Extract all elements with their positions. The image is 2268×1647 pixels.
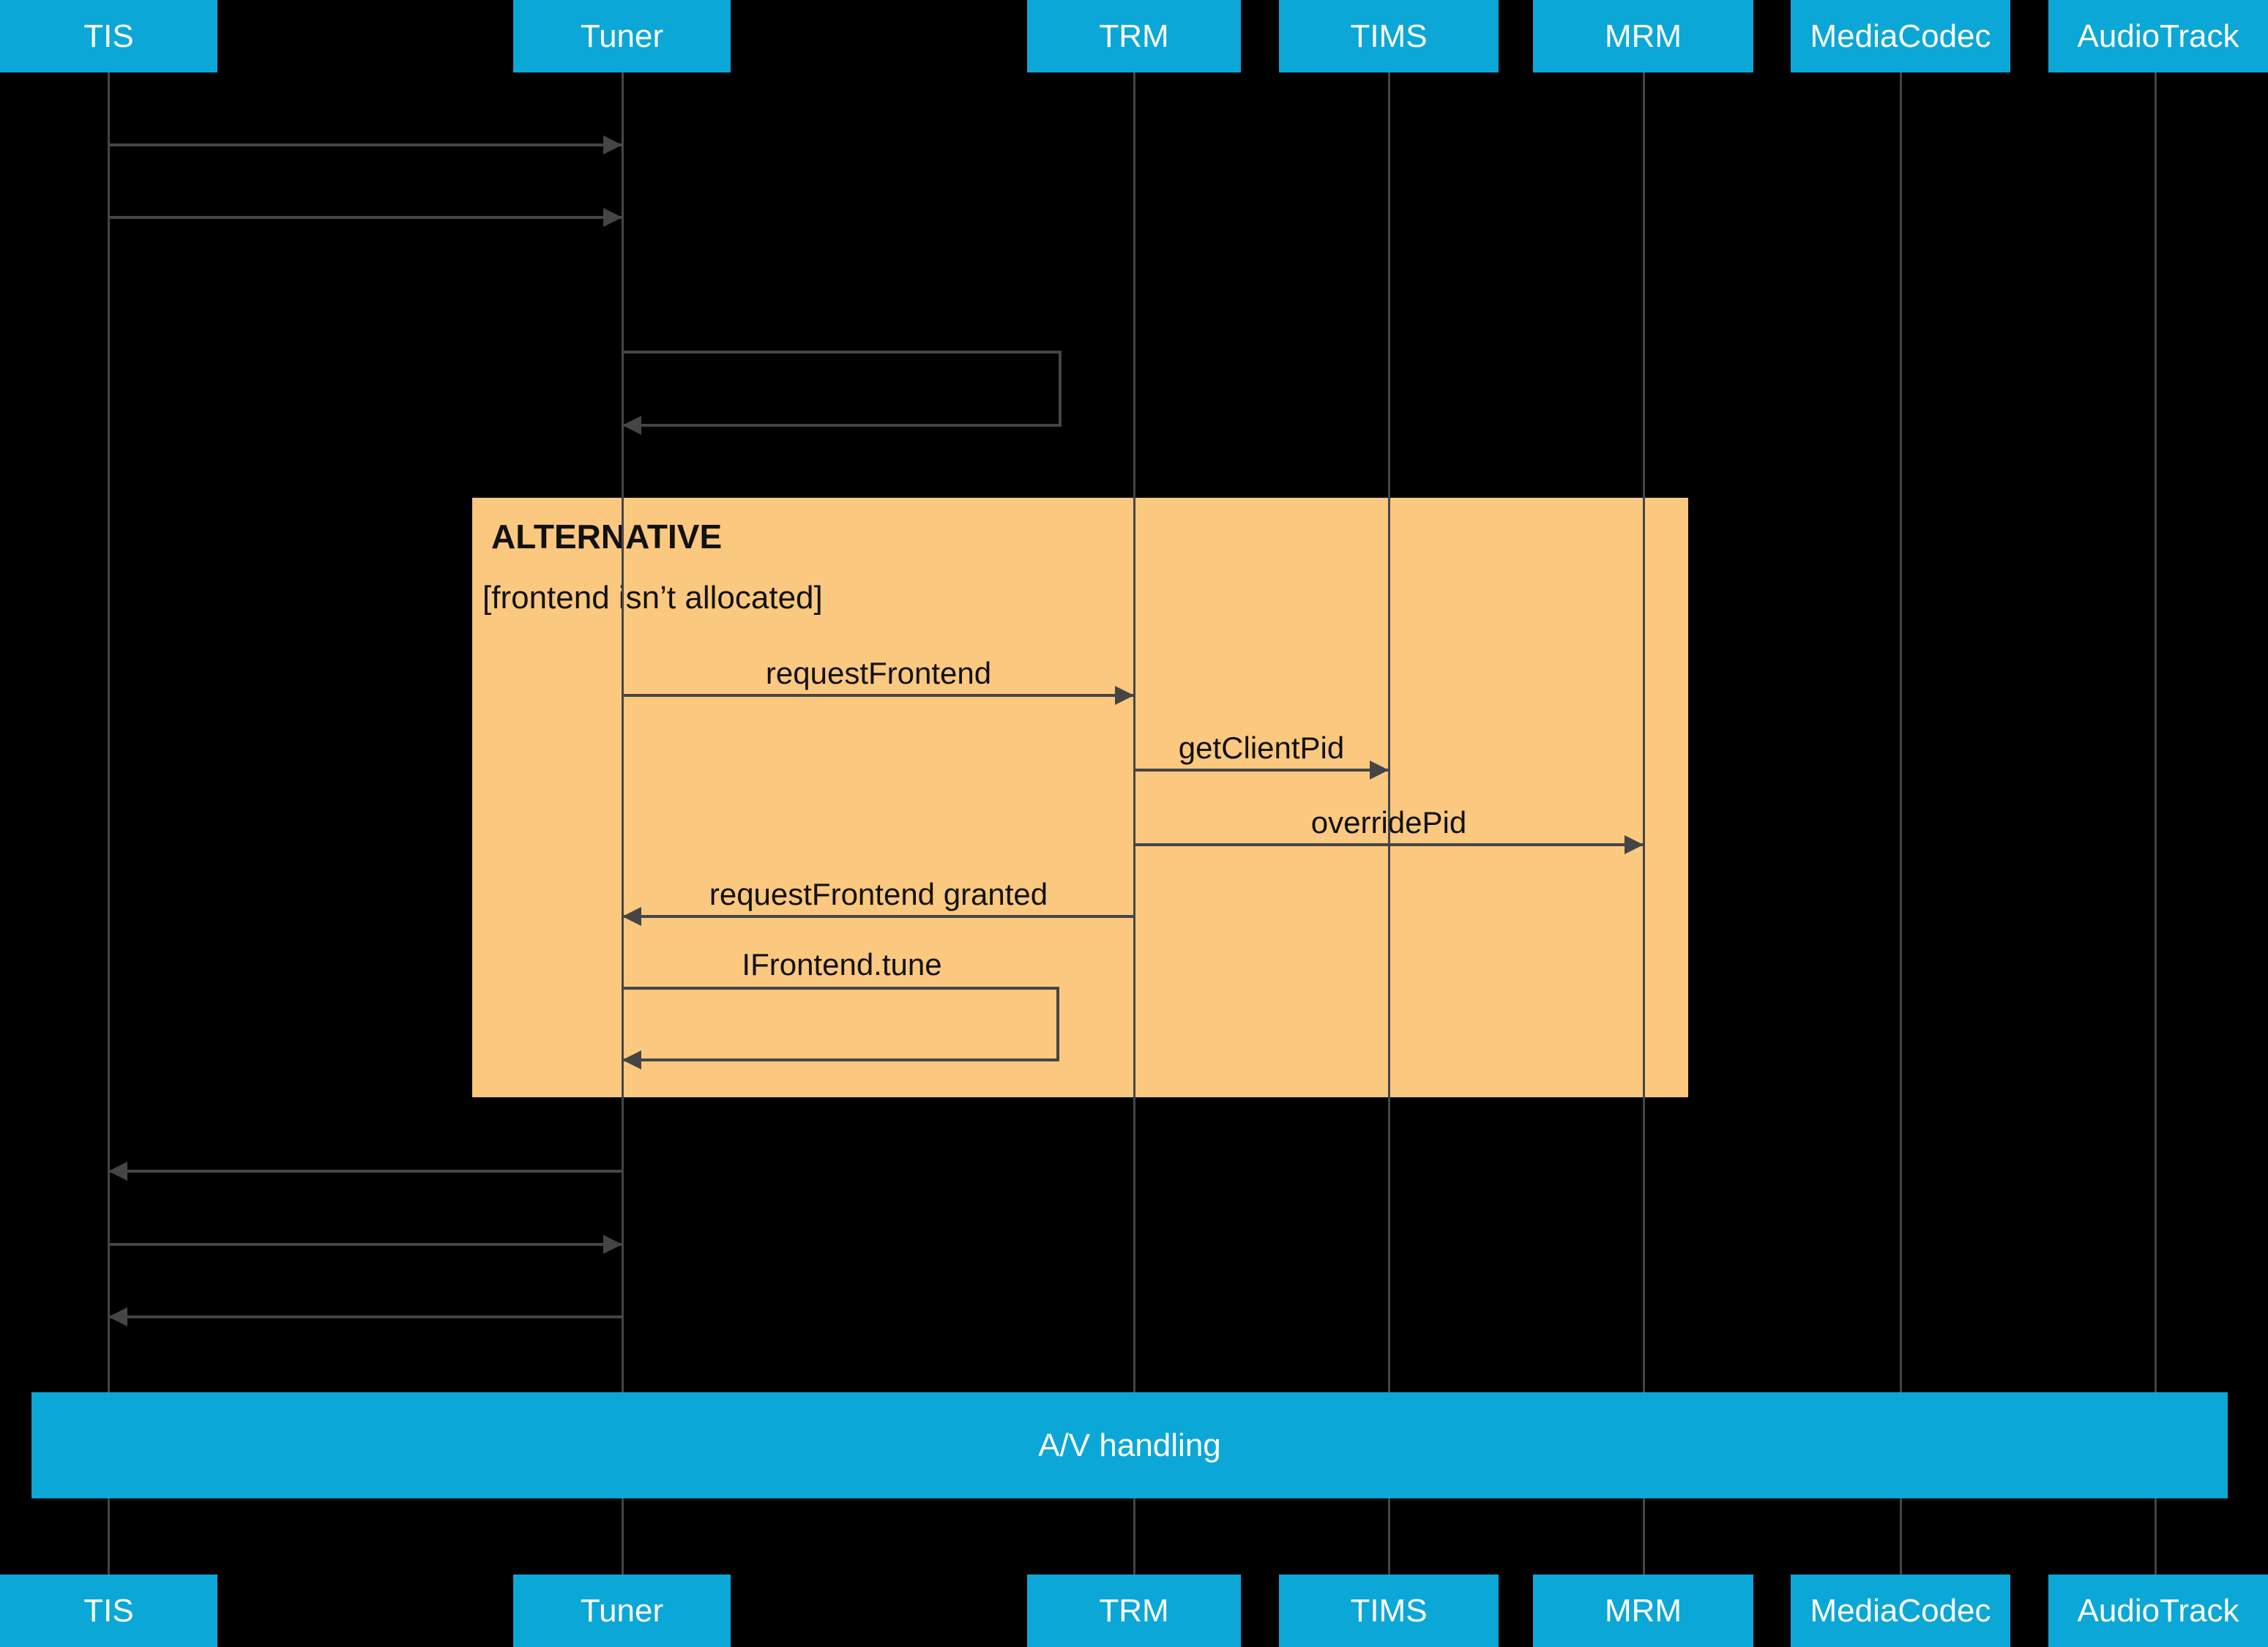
arrow-get-client-pid-head bbox=[1370, 761, 1389, 780]
participant-top-trm: TRM bbox=[1027, 0, 1241, 72]
arrow-get-client-pid-line bbox=[1134, 769, 1389, 772]
participant-top-tuner: Tuner bbox=[513, 0, 731, 72]
label-request-frontend-granted: requestFrontend granted bbox=[709, 877, 1048, 911]
arrow-tis-to-tuner-2-head bbox=[603, 208, 622, 227]
arrow-request-frontend-granted-head bbox=[622, 907, 641, 926]
participant-top-tis: TIS bbox=[0, 0, 217, 72]
participant-bottom-audiotrack: AudioTrack bbox=[2048, 1575, 2268, 1647]
arrow-override-pid-line bbox=[1134, 843, 1644, 846]
lifeline-audiotrack bbox=[2155, 72, 2157, 1575]
participant-bottom-tims: TIMS bbox=[1279, 1575, 1499, 1647]
arrow-tis-to-tuner-1-head bbox=[603, 135, 622, 154]
alt-block-guard: [frontend isn’t allocated] bbox=[482, 580, 823, 616]
participant-bottom-mediacodec: MediaCodec bbox=[1791, 1575, 2010, 1647]
arrow-tis-to-tuner-3-line bbox=[108, 1243, 622, 1246]
self-call-ifrontend-tune-right bbox=[1056, 987, 1059, 1061]
participant-bottom-tuner: Tuner bbox=[513, 1575, 731, 1647]
arrow-request-frontend-line bbox=[622, 694, 1134, 697]
lifeline-tuner bbox=[622, 72, 624, 1575]
arrow-tuner-to-tis-2-head bbox=[108, 1307, 127, 1326]
lifeline-tis bbox=[108, 72, 110, 1575]
arrow-tuner-to-tis-1-line bbox=[108, 1170, 622, 1173]
participant-top-mediacodec: MediaCodec bbox=[1791, 0, 2010, 72]
arrow-request-frontend-head bbox=[1115, 686, 1134, 705]
self-call-ifrontend-tune-bottom bbox=[622, 1058, 1059, 1061]
arrow-tuner-to-tis-2-line bbox=[108, 1315, 622, 1318]
arrow-tis-to-tuner-2-line bbox=[108, 216, 622, 219]
self-call-tuner-head bbox=[622, 416, 641, 435]
av-handling-bar: A/V handling bbox=[31, 1392, 2228, 1498]
lifeline-tims bbox=[1388, 72, 1390, 1575]
participant-bottom-tis: TIS bbox=[0, 1575, 217, 1647]
arrow-request-frontend-granted-line bbox=[622, 915, 1134, 918]
arrow-tis-to-tuner-3-head bbox=[603, 1235, 622, 1254]
label-ifrontend-tune: IFrontend.tune bbox=[742, 947, 942, 982]
participant-top-audiotrack: AudioTrack bbox=[2048, 0, 2268, 72]
self-call-tuner-right bbox=[1059, 351, 1062, 427]
self-call-ifrontend-tune-head bbox=[622, 1050, 641, 1069]
self-call-ifrontend-tune-top bbox=[622, 987, 1059, 990]
lifeline-mrm bbox=[1643, 72, 1645, 1575]
arrow-tis-to-tuner-1-line bbox=[108, 143, 622, 146]
arrow-override-pid-head bbox=[1624, 835, 1644, 854]
self-call-tuner-bottom bbox=[622, 424, 1062, 427]
participant-top-mrm: MRM bbox=[1533, 0, 1753, 72]
participant-bottom-mrm: MRM bbox=[1533, 1575, 1753, 1647]
label-override-pid: overridePid bbox=[1310, 805, 1467, 840]
arrow-tuner-to-tis-1-head bbox=[108, 1162, 127, 1181]
label-get-client-pid: getClientPid bbox=[1178, 731, 1345, 765]
alt-block: ALTERNATIVE [frontend isn’t allocated] bbox=[472, 498, 1688, 1097]
lifeline-trm bbox=[1133, 72, 1135, 1575]
lifeline-mediacodec bbox=[1900, 72, 1902, 1575]
alt-block-title: ALTERNATIVE bbox=[491, 518, 723, 556]
self-call-tuner-top bbox=[622, 351, 1062, 354]
label-request-frontend: requestFrontend bbox=[765, 656, 992, 690]
participant-bottom-trm: TRM bbox=[1027, 1575, 1241, 1647]
participant-top-tims: TIMS bbox=[1279, 0, 1499, 72]
